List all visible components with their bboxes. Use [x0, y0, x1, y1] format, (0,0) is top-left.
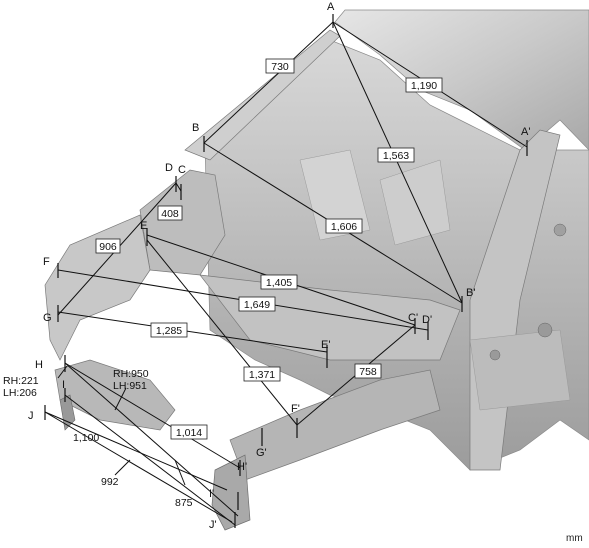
point-f-prime: F' — [291, 403, 300, 415]
point-d-prime: D' — [422, 314, 432, 326]
car-body-structure — [44, 9, 589, 531]
point-h: H — [35, 359, 43, 371]
measure-f-d-prime: 1,649 — [244, 299, 270, 311]
point-j-prime: J' — [209, 519, 217, 531]
measurement-labels: 730 1,190 1,563 1,606 408 906 1,405 1,64… — [73, 58, 443, 509]
measure-j-i-prime: 992 — [101, 476, 119, 488]
point-c: C — [178, 164, 186, 176]
point-g-prime: G' — [256, 447, 267, 459]
point-e: E — [140, 220, 147, 232]
note-hi-rh: RH:950 — [113, 368, 149, 380]
point-d: D — [165, 162, 173, 174]
point-i: I — [62, 379, 65, 391]
measure-a-b-prime: 1,563 — [383, 150, 409, 162]
note-h-lh: LH:206 — [3, 387, 37, 399]
point-ticks — [44, 14, 528, 528]
point-b-prime: B' — [466, 287, 475, 299]
measure-a-a-prime: 1,190 — [411, 80, 437, 92]
point-a: A — [327, 1, 335, 13]
point-i-prime: I' — [209, 488, 214, 500]
point-j: J — [28, 410, 34, 422]
measure-a-b: 730 — [271, 61, 289, 73]
point-g: G — [43, 312, 52, 324]
measure-i-j-prime: 1,100 — [73, 432, 99, 444]
note-hi-lh: LH:951 — [113, 380, 147, 392]
point-e-prime: E' — [321, 339, 330, 351]
point-labels: A A' B B' C C' D D' E E' F F' G G' H H' … — [28, 1, 530, 531]
measure-e-c-prime: 1,405 — [266, 277, 292, 289]
measure-h-h-prime: 1,014 — [176, 427, 202, 439]
note-h-rh: RH:221 — [3, 375, 39, 387]
measure-c-d: 408 — [161, 208, 179, 220]
side-notes: RH:221 LH:206 RH:950 LH:951 — [3, 368, 149, 399]
unit-label: mm — [566, 533, 583, 544]
measure-f-prime-c-prime: 758 — [359, 366, 377, 378]
measure-i-j-prime-b: 875 — [175, 497, 193, 509]
point-f: F — [43, 256, 50, 268]
measure-g-e-prime: 1,285 — [156, 325, 182, 337]
point-b: B — [192, 122, 199, 134]
measure-b-b-prime: 1,606 — [331, 221, 357, 233]
point-a-prime: A' — [521, 126, 530, 138]
measure-d-g: 906 — [99, 241, 117, 253]
point-c-prime: C' — [408, 312, 418, 324]
measure-e-f-prime: 1,371 — [249, 369, 275, 381]
point-h-prime: H' — [237, 461, 247, 473]
